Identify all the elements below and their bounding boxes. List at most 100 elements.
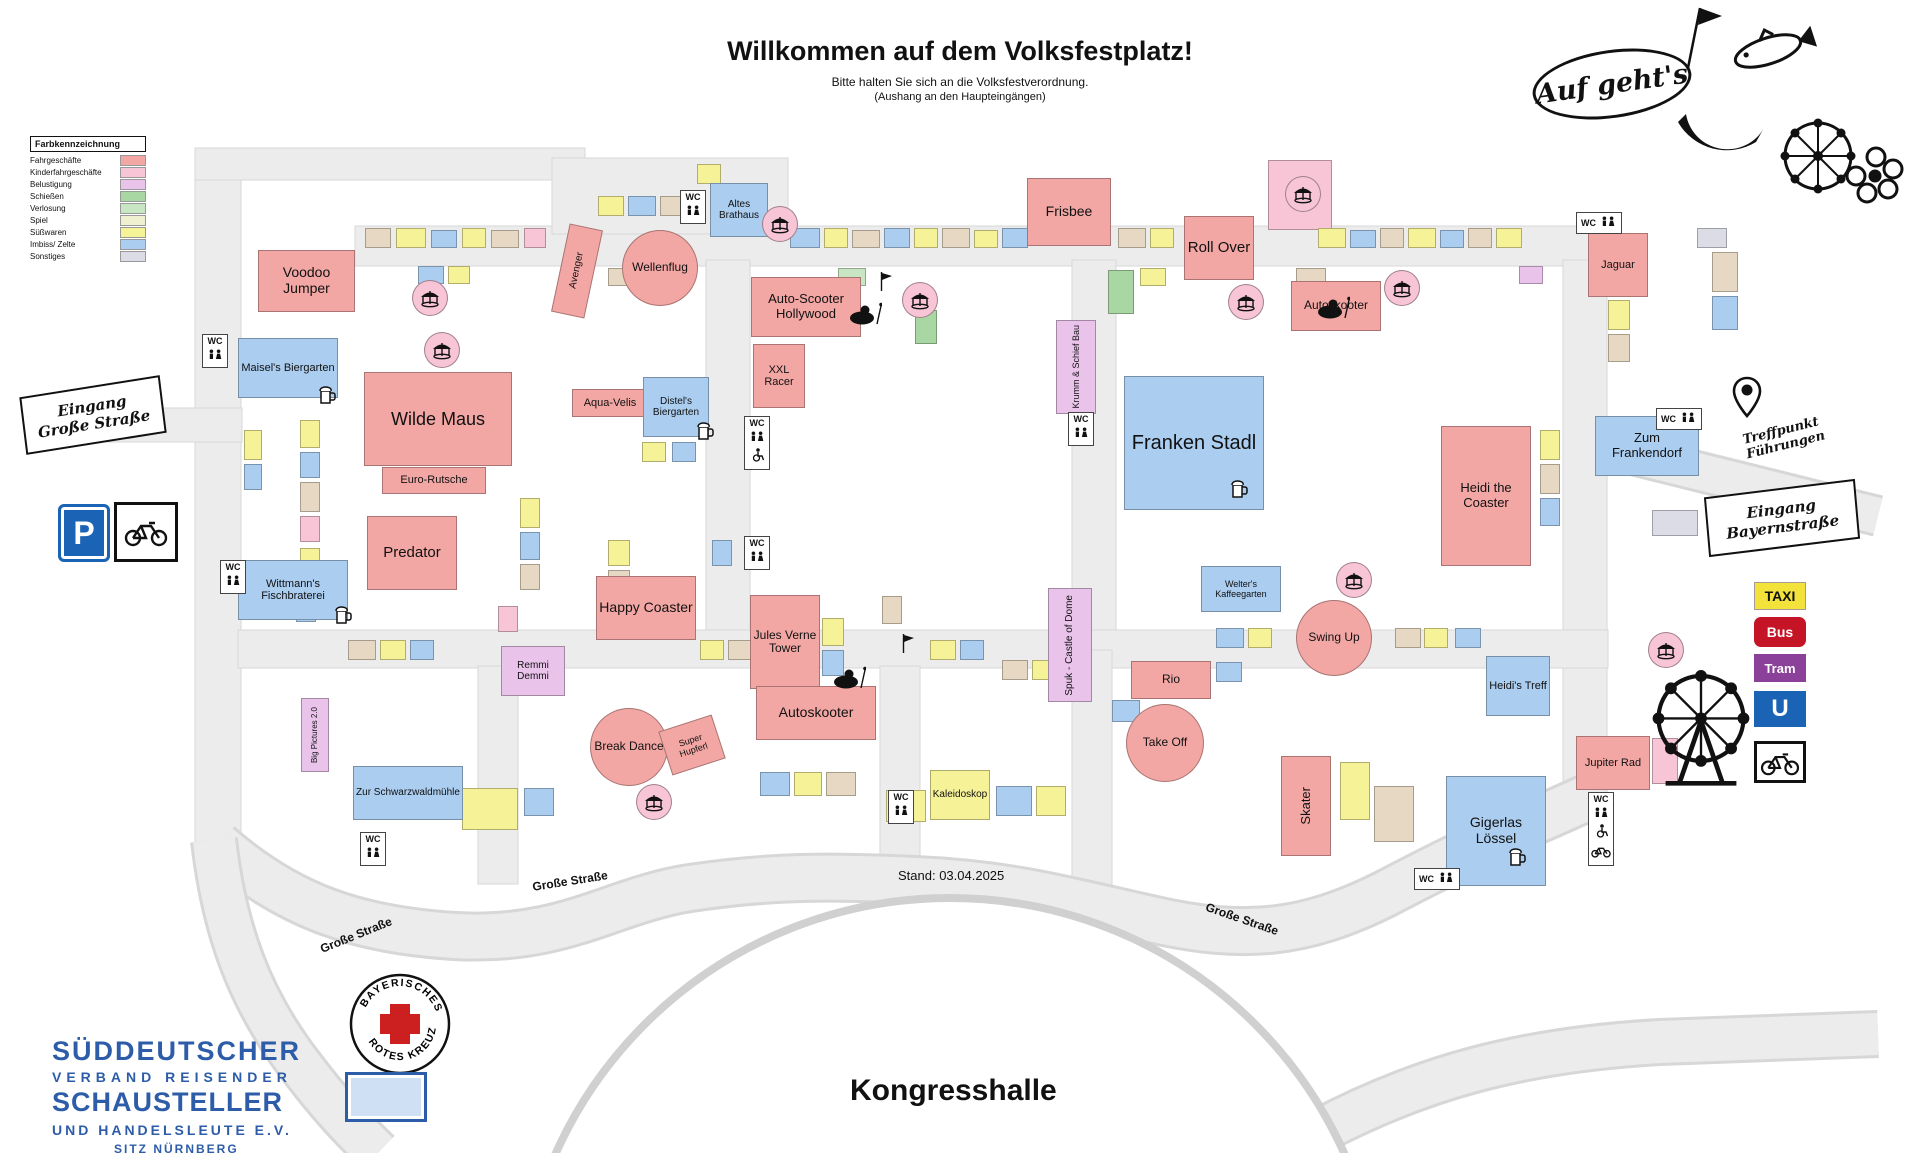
booth <box>300 482 320 512</box>
organization-logo <box>345 1072 427 1122</box>
beer-mug-icon <box>332 604 354 626</box>
booth <box>431 230 457 248</box>
booth <box>1118 228 1146 248</box>
wc-sign: WC <box>680 190 706 224</box>
bumper-car-icon <box>848 300 883 326</box>
bicycle-icon <box>124 521 168 547</box>
booth <box>1455 628 1481 648</box>
legend-label: Süßwaren <box>30 228 67 237</box>
bumper-car-icon <box>1316 294 1351 320</box>
booth <box>914 228 938 248</box>
carousel-icon <box>636 784 672 820</box>
bike-badge <box>1754 741 1806 783</box>
booth <box>1712 252 1738 292</box>
restroom-icon <box>364 845 382 863</box>
attraction-label: Distel's Biergarten <box>652 395 700 418</box>
booth <box>1036 786 1066 816</box>
kongresshalle-outline <box>551 894 1349 1153</box>
booth <box>824 228 848 248</box>
booth <box>1140 268 1166 286</box>
red-cross-icon <box>380 1004 420 1044</box>
attraction-label: Frisbee <box>1045 203 1093 220</box>
page-title: Willkommen auf dem Volksfestplatz! <box>727 36 1193 66</box>
booth <box>1424 628 1448 648</box>
attraction-label: XXL Racer <box>764 363 794 388</box>
attraction-autoskooter: Autoskooter <box>756 686 876 740</box>
booth <box>794 772 822 796</box>
legend-label: Imbiss/ Zelte <box>30 240 76 249</box>
attraction-label: Autoskooter <box>778 704 854 721</box>
map-date: Stand: 03.04.2025 <box>898 868 1005 883</box>
accessible-icon <box>751 448 764 467</box>
booth <box>1608 300 1630 330</box>
booth <box>491 230 519 248</box>
organization-block: SÜDDEUTSCHER VERBAND REISENDER SCHAUSTEL… <box>52 1036 301 1153</box>
wc-label: WC <box>1581 217 1596 228</box>
attraction-heidi-the-coaster: Heidi the Coaster <box>1441 426 1531 566</box>
carousel-icon <box>1336 562 1372 598</box>
wc-label: WC <box>365 834 381 844</box>
attraction-label: Spuk - Castle of Dome <box>1064 594 1076 696</box>
booth <box>498 606 518 632</box>
attraction-swing-up: Swing Up <box>1296 600 1372 676</box>
booth <box>1248 628 1272 648</box>
restroom-icon <box>748 429 766 447</box>
attraction-label: Roll Over <box>1187 238 1251 256</box>
festival-illustration <box>1678 7 1904 204</box>
booth <box>1108 270 1134 314</box>
booth <box>1318 228 1346 248</box>
attraction-label: Aqua-Velis <box>583 396 637 409</box>
attraction-label: Skater <box>1297 787 1313 825</box>
carousel-icon <box>412 280 448 316</box>
wc-label: WC <box>749 538 765 548</box>
restroom-icon <box>1679 410 1697 428</box>
legend-color-chip <box>120 227 146 238</box>
bus-badge: Bus <box>1754 617 1806 647</box>
wc-label: WC <box>685 192 701 202</box>
attraction-zur-schwarzwaldmühle: Zur Schwarzwaldmühle <box>353 766 463 820</box>
legend-label: Schießen <box>30 192 64 201</box>
street-label: Große Straße <box>531 868 609 894</box>
attraction-rio: Rio <box>1131 661 1211 699</box>
attraction-label: Zum Frankendorf <box>1611 430 1683 460</box>
attraction-wittmann-s-fischbraterei: Wittmann's Fischbraterei <box>238 560 348 620</box>
flag-icon <box>880 272 893 291</box>
booth <box>244 464 262 490</box>
attraction-label: Kaleidoskop <box>932 789 988 801</box>
attraction-wellenflug: Wellenflug <box>622 230 698 306</box>
restroom-icon <box>684 203 702 221</box>
legend-item: Imbiss/ Zelte <box>30 239 146 250</box>
attraction-label: Jules Verne Tower <box>753 627 817 655</box>
restroom-icon <box>748 549 766 567</box>
legend-item: Verlosung <box>30 203 146 214</box>
booth <box>628 196 656 216</box>
restroom-icon <box>206 347 224 365</box>
attraction-voodoo-jumper: Voodoo Jumper <box>258 250 355 312</box>
legend-color-chip <box>120 251 146 262</box>
booth <box>760 772 790 796</box>
booth <box>1002 228 1028 248</box>
attraction-remmi-demmi: Remmi Demmi <box>501 646 565 696</box>
booth <box>1408 228 1436 248</box>
attraction-predator: Predator <box>367 516 457 590</box>
attraction-welter-s-kaffeegarten: Welter's Kaffeegarten <box>1201 566 1281 612</box>
booth <box>1540 464 1560 494</box>
wc-sign: WC <box>888 790 914 824</box>
beer-mug-icon <box>694 420 716 442</box>
wc-sign: WC <box>1414 868 1460 890</box>
legend-item: Belustigung <box>30 179 146 190</box>
wc-label: WC <box>207 336 223 346</box>
carousel-icon <box>762 206 798 242</box>
bicycle-sign <box>114 502 178 562</box>
legend-color-chip <box>120 167 146 178</box>
booth <box>1395 628 1421 648</box>
attraction-label: Avenger <box>567 251 587 291</box>
wc-sign: WC <box>202 334 228 368</box>
booth <box>826 772 856 796</box>
attraction-frisbee: Frisbee <box>1027 178 1111 246</box>
bicycle-icon <box>1591 844 1611 863</box>
booth <box>700 640 724 660</box>
wc-label: WC <box>1419 873 1434 884</box>
